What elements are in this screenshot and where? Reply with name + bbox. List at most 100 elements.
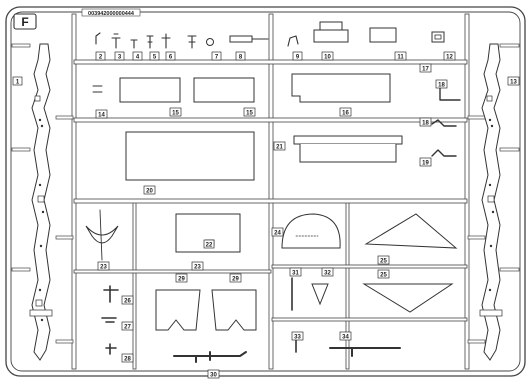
svg-text:23: 23 [100, 265, 107, 271]
svg-text:1: 1 [16, 80, 20, 86]
svg-text:32: 32 [324, 271, 331, 277]
svg-text:11: 11 [397, 55, 404, 61]
svg-text:8: 8 [239, 55, 243, 61]
part-tag-19: 19 [419, 157, 432, 167]
part-tag-4: 4 [132, 51, 143, 61]
svg-text:15: 15 [246, 111, 253, 117]
left-chassis-rail [29, 43, 53, 361]
part-tag-11: 11 [394, 51, 407, 61]
part-tag-7: 7 [211, 51, 222, 61]
part-tag-22: 22 [203, 239, 215, 249]
svg-text:22: 22 [206, 243, 213, 249]
tray-21 [293, 135, 403, 163]
svg-text:29: 29 [232, 277, 239, 283]
part-tag-29a: 29 [175, 273, 188, 283]
part-tag-31: 31 [289, 267, 302, 277]
svg-text:20: 20 [146, 189, 153, 195]
svg-text:18: 18 [422, 121, 429, 127]
part-tag-16: 16 [339, 107, 352, 117]
svg-text:17: 17 [422, 67, 429, 73]
svg-text:6: 6 [169, 55, 173, 61]
svg-text:12: 12 [446, 55, 453, 61]
svg-text:19: 19 [422, 161, 429, 167]
part-tag-20: 20 [143, 185, 156, 195]
large-plate-20 [125, 131, 255, 181]
svg-text:25: 25 [380, 259, 387, 265]
svg-text:31: 31 [292, 271, 299, 277]
svg-text:14: 14 [98, 113, 105, 119]
parts-26-28 [101, 285, 119, 355]
svg-text:27: 27 [124, 325, 131, 331]
svg-text:25: 25 [380, 273, 387, 279]
part-number-tags: 1 2 3 4 5 6 7 8 9 10 11 12 13 14 15 15 1… [12, 51, 520, 379]
part-tag-13: 13 [507, 76, 520, 86]
svg-text:16: 16 [342, 111, 349, 117]
part-tag-28: 28 [121, 353, 134, 363]
svg-text:18: 18 [438, 83, 445, 89]
fins-25 [362, 213, 458, 313]
svg-text:34: 34 [342, 335, 349, 341]
part-tag-34: 34 [339, 331, 352, 341]
part-tag-10: 10 [321, 51, 334, 61]
part-tag-8: 8 [235, 51, 246, 61]
small-parts-top-row [95, 32, 269, 49]
svg-text:9: 9 [296, 55, 300, 61]
svg-text:10: 10 [324, 55, 331, 61]
svg-text:2: 2 [99, 55, 103, 61]
part-tag-15a: 15 [169, 107, 182, 117]
part-tag-33: 33 [291, 331, 304, 341]
svg-text:5: 5 [153, 55, 157, 61]
part-tag-12: 12 [443, 51, 456, 61]
part-tag-23b: 23 [191, 261, 204, 271]
part-tag-29b: 29 [229, 273, 242, 283]
brackets-29 [155, 289, 257, 331]
parts-31-34 [291, 277, 401, 357]
svg-text:30: 30 [210, 373, 217, 379]
svg-text:4: 4 [136, 55, 140, 61]
part-tag-9: 9 [292, 51, 303, 61]
part-tag-18b: 18 [419, 117, 432, 127]
right-chassis-rail [479, 43, 503, 361]
svg-text:26: 26 [124, 299, 131, 305]
part-tag-25b: 25 [377, 269, 390, 279]
dome-24 [281, 213, 341, 249]
parts-17-19 [431, 87, 461, 157]
part-tag-15b: 15 [243, 107, 256, 117]
part-tag-2: 2 [95, 51, 106, 61]
part-tag-17: 17 [419, 63, 432, 73]
sheet-code: 003942000000444 [88, 11, 135, 17]
part-tag-21: 21 [273, 141, 286, 151]
part-tag-6: 6 [165, 51, 176, 61]
part-tag-3: 3 [114, 51, 125, 61]
sheet-code-badge: 003942000000444 [81, 8, 141, 17]
part-tag-26: 26 [121, 295, 134, 305]
svg-text:7: 7 [215, 55, 219, 61]
svg-text:13: 13 [510, 80, 517, 86]
svg-text:15: 15 [172, 111, 179, 117]
part-tag-18a: 18 [435, 79, 448, 89]
svg-text:28: 28 [124, 357, 131, 363]
sheet-letter: F [21, 15, 28, 29]
svg-text:29: 29 [178, 277, 185, 283]
small-parts-top-right [287, 21, 445, 47]
part-tag-25a: 25 [377, 255, 390, 265]
part-tag-5: 5 [149, 51, 160, 61]
part-tag-27: 27 [121, 321, 134, 331]
part-tag-24: 24 [271, 227, 284, 237]
svg-text:24: 24 [274, 231, 281, 237]
part-tag-23a: 23 [97, 261, 110, 271]
part-tag-1: 1 [12, 76, 23, 86]
sheet-letter-badge: F [13, 13, 37, 30]
svg-text:21: 21 [276, 145, 283, 151]
part-tag-30: 30 [207, 369, 220, 379]
part-23-left [85, 209, 119, 261]
sprue-runners [11, 13, 520, 370]
svg-text:23: 23 [194, 265, 201, 271]
svg-text:3: 3 [118, 55, 122, 61]
svg-text:33: 33 [294, 335, 301, 341]
panels-14-15-16 [92, 73, 391, 103]
part-tag-14: 14 [95, 109, 108, 119]
part-tag-32: 32 [321, 267, 334, 277]
